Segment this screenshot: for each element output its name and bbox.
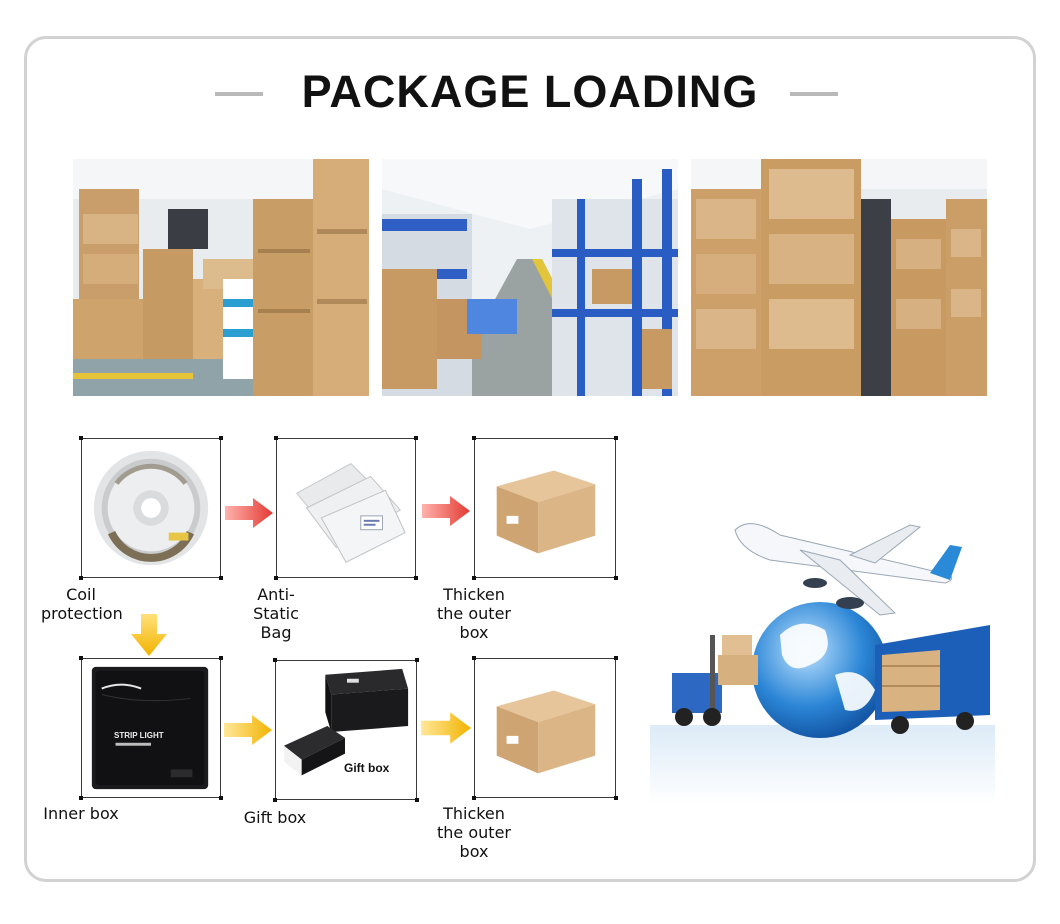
arrow-right-icon bbox=[224, 714, 272, 746]
gift-box-label: Gift box bbox=[243, 808, 307, 827]
outer-box-image-2 bbox=[474, 658, 616, 798]
arrow-down-icon bbox=[131, 614, 167, 656]
inner-box-image: STRIP LIGHT bbox=[81, 658, 221, 798]
inner-box-label: Inner box bbox=[43, 804, 119, 823]
title-divider-right bbox=[790, 92, 838, 96]
title-divider-left bbox=[215, 92, 263, 96]
arrow-right-icon bbox=[421, 496, 471, 526]
gift-box-print-text: Gift box bbox=[344, 761, 390, 775]
warehouse-shelves-photo bbox=[382, 159, 678, 396]
inner-box-print-text: STRIP LIGHT bbox=[114, 731, 164, 740]
stacked-cartons-photo bbox=[691, 159, 987, 396]
page-header: PACKAGE LOADING bbox=[0, 66, 1060, 126]
page-title: PACKAGE LOADING bbox=[301, 66, 759, 117]
outer-box-image-1 bbox=[474, 438, 616, 578]
coil-protection-image bbox=[81, 438, 221, 578]
anti-static-bag-image bbox=[276, 438, 416, 578]
anti-static-bag-label: Anti-Static Bag bbox=[253, 585, 299, 642]
arrow-right-icon bbox=[225, 498, 273, 528]
gift-box-image: Gift box bbox=[275, 660, 417, 800]
airplane-globe-truck-forklift-icon bbox=[650, 505, 995, 805]
coil-protection-label: Coil protection bbox=[41, 585, 123, 623]
warehouse-boxes-photo bbox=[73, 159, 369, 396]
outer-box-label-2: Thicken the outer box bbox=[437, 804, 511, 861]
outer-box-label-1: Thicken the outer box bbox=[437, 585, 511, 642]
arrow-right-icon bbox=[421, 712, 471, 744]
